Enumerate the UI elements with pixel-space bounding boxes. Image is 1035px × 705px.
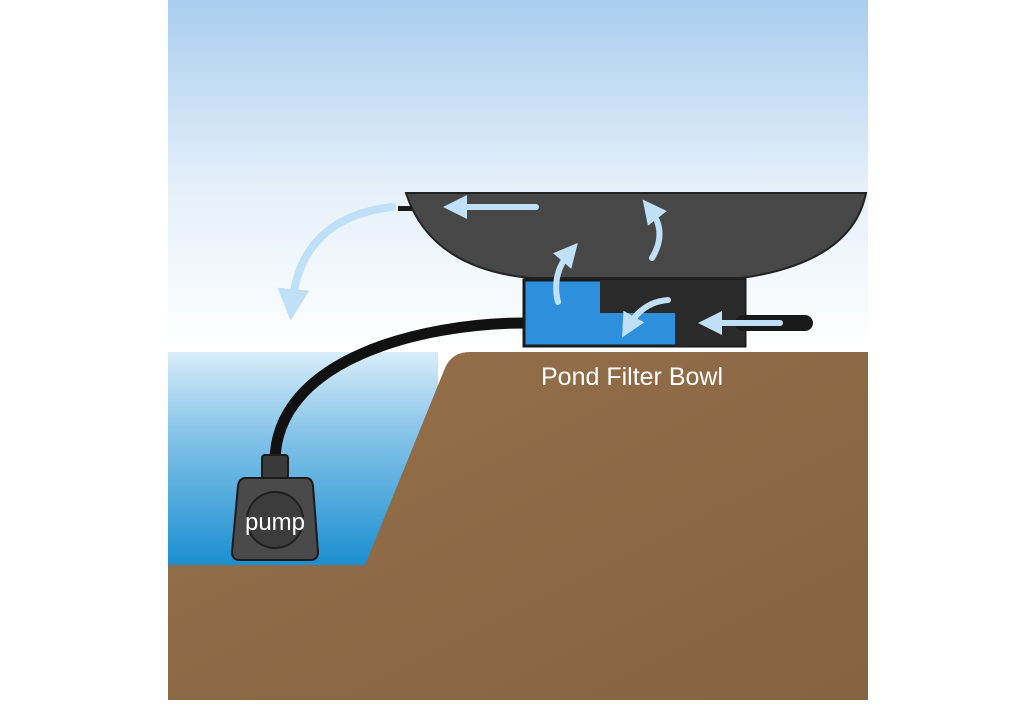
pump-label: pump — [245, 509, 305, 536]
filter-bowl — [404, 192, 868, 279]
flow-arrows — [277, 195, 783, 338]
flow-arrow-icon — [642, 199, 667, 261]
flow-arrow-icon — [553, 242, 578, 305]
sky-background — [168, 0, 868, 352]
flow-arrow-icon — [277, 203, 396, 321]
pump-connector — [261, 454, 289, 480]
soil-ground — [168, 352, 868, 700]
pump: pump — [230, 454, 320, 561]
diagram-caption: Pond Filter Bowl — [541, 363, 723, 391]
bowl-lip — [398, 206, 412, 211]
flow-arrow-icon — [622, 297, 671, 338]
pump-icon — [246, 491, 304, 549]
pump-hose — [269, 317, 531, 468]
